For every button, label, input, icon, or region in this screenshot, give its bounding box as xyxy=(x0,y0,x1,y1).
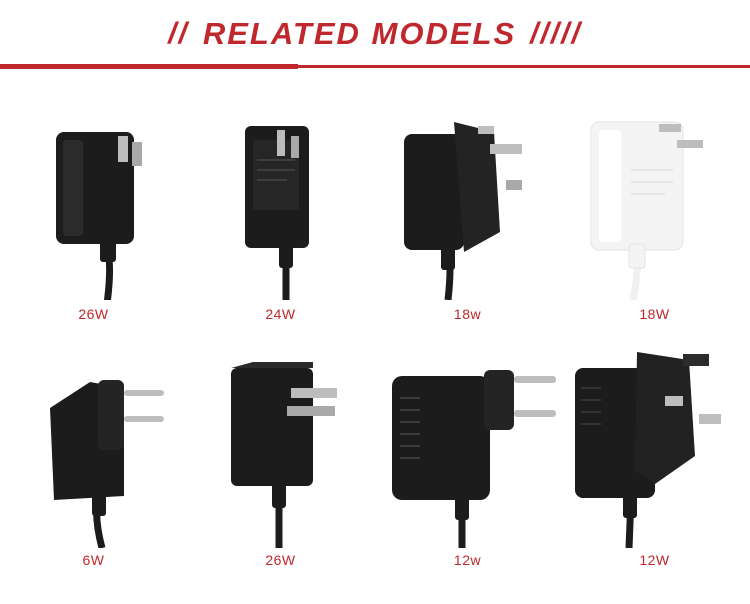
product-label: 12W xyxy=(639,552,670,568)
adapter-uk-black-image xyxy=(575,352,721,548)
product-label: 18w xyxy=(453,306,482,322)
adapter-us-white-image xyxy=(590,121,703,300)
title-text: RELATED MODELS xyxy=(202,16,517,51)
title-left-marks: // xyxy=(168,17,189,50)
product-card[interactable]: 12W xyxy=(561,348,748,578)
product-label: 12w xyxy=(453,552,482,568)
title-rule-left xyxy=(0,64,298,69)
product-card[interactable]: 18w xyxy=(374,100,561,330)
product-card[interactable]: 6W xyxy=(0,348,187,578)
title-rule-right xyxy=(298,65,750,68)
section-title: // RELATED MODELS ///// xyxy=(0,12,750,56)
adapter-us-black-image xyxy=(231,362,337,548)
adapter-uk-black-image xyxy=(404,122,522,300)
header: // RELATED MODELS ///// xyxy=(0,0,750,80)
product-label: 26W xyxy=(265,552,296,568)
product-label: 26W xyxy=(78,306,109,322)
product-card[interactable]: 12w xyxy=(374,348,561,578)
product-card[interactable]: 24W xyxy=(187,100,374,330)
product-card[interactable]: 26W xyxy=(187,348,374,578)
adapter-us-black-image xyxy=(245,126,309,300)
adapter-eu-black-image xyxy=(392,370,556,548)
product-label: 18W xyxy=(639,306,670,322)
title-right-marks: ///// xyxy=(530,17,582,50)
adapter-us-black-image xyxy=(56,132,142,300)
product-label: 6W xyxy=(82,552,105,568)
adapter-eu-black-image xyxy=(50,380,164,548)
product-card[interactable]: 26W xyxy=(0,100,187,330)
product-card[interactable]: 18W xyxy=(561,100,748,330)
product-label: 24W xyxy=(265,306,296,322)
